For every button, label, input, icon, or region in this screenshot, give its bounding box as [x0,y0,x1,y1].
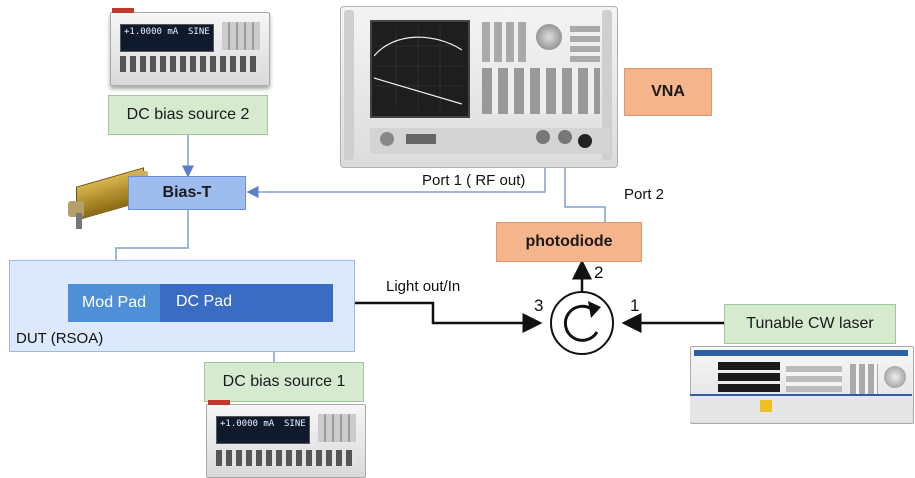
vna-instrument [340,6,618,168]
line-photodiode-to-port2 [559,148,606,222]
circulator-arrow-icon [563,304,599,342]
dc-bias-source-1-label: DC bias source 1 [204,362,364,402]
port-2-label: Port 2 [624,186,665,203]
circulator [550,291,614,355]
instrument-readout: +1.0000 mA [220,419,275,429]
dc-bias-source-2-label: DC bias source 2 [108,95,268,135]
photodiode-label: photodiode [496,222,642,262]
circulator-port-3: 3 [534,296,544,315]
instrument-readout: +1.0000 mA [124,27,179,37]
instrument-mode: SINE [284,419,306,429]
circulator-port-2: 2 [594,263,604,282]
mod-pad: Mod Pad [68,284,160,322]
instrument-mode: SINE [188,27,210,37]
dc-pad-box [160,284,333,322]
circulator-port-1: 1 [630,296,640,315]
dut-label: DUT (RSOA) [16,330,104,347]
light-label: Light out/In [386,278,461,295]
tunable-laser-label: Tunable CW laser [724,304,896,344]
port-1-label: Port 1 ( RF out) [422,172,526,189]
line-dut-to-circulator [333,301,543,333]
dc-bias-source-1-instrument: +1.0000 mA SINE [200,400,370,478]
dc-pad-label: DC Pad [176,293,233,310]
vna-label: VNA [624,68,712,116]
bias-t-label: Bias-T [128,176,246,210]
dc-bias-source-2-instrument: +1.0000 mA SINE [104,4,274,86]
tunable-laser-instrument [690,346,915,426]
